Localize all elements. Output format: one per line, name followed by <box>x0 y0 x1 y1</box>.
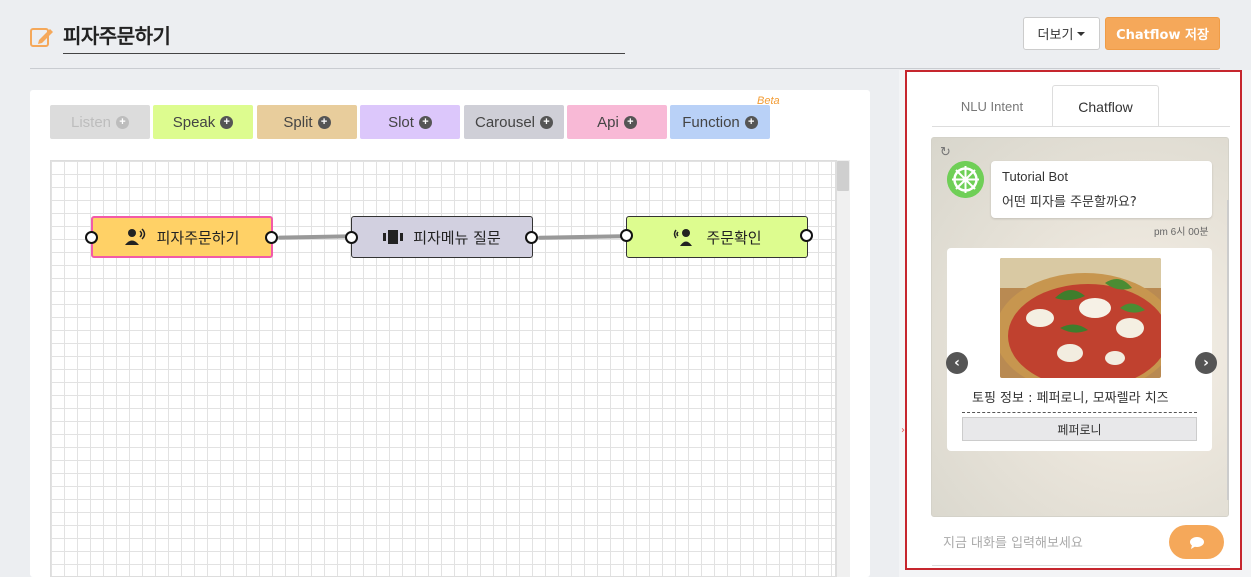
canvas-scroll-thumb[interactable] <box>837 161 849 191</box>
chat-bubble-icon <box>1189 536 1204 549</box>
send-button[interactable] <box>1169 525 1224 559</box>
message-time: pm 6시 00분 <box>1154 227 1209 238</box>
more-button[interactable]: 더보기 <box>1023 17 1100 50</box>
bot-message: 어떤 피자를 주문할까요? <box>1002 195 1137 210</box>
node-input-port[interactable] <box>85 231 98 244</box>
tab-nlu-intent[interactable]: NLU Intent <box>932 86 1052 126</box>
carousel-prev-icon[interactable]: ‹ <box>946 352 968 374</box>
card-description: 토핑 정보 : 페퍼로니, 모짜렐라 치즈 <box>972 391 1169 406</box>
more-label: 더보기 <box>1037 28 1074 43</box>
split-label: Split <box>283 113 313 131</box>
chat-input[interactable]: 지금 대화를 입력해보세요 <box>943 536 1083 551</box>
tab-chatflow[interactable]: Chatflow <box>1052 85 1159 127</box>
api-label: Api <box>597 113 619 131</box>
add-split-button[interactable]: Split + <box>257 105 357 139</box>
edit-icon <box>30 28 53 47</box>
carousel-icon <box>383 230 404 244</box>
add-slot-button[interactable]: Slot + <box>360 105 460 139</box>
bot-message-bubble <box>991 161 1212 218</box>
input-underline <box>932 565 1230 566</box>
speak-label: Speak <box>172 113 216 131</box>
tab-divider <box>932 126 1230 127</box>
slot-label: Slot <box>388 113 414 131</box>
speaker-person-icon <box>124 228 145 245</box>
page-title: 피자주문하기 <box>63 24 171 48</box>
add-listen-button[interactable]: Listen + <box>50 105 150 139</box>
card-option-label: 페퍼로니 <box>1057 422 1102 437</box>
refresh-icon[interactable]: ↻ <box>940 145 951 160</box>
node-output-port[interactable] <box>800 229 813 242</box>
listen-speak-icon <box>674 229 693 246</box>
function-label: Function <box>682 113 740 131</box>
header-divider <box>30 68 1220 69</box>
flow-node-label: 피자메뉴 질문 <box>413 228 501 247</box>
card-divider <box>962 412 1197 413</box>
bot-avatar <box>947 161 984 198</box>
carousel-next-icon[interactable]: › <box>1195 352 1217 374</box>
pizza-image <box>1000 258 1161 378</box>
tab-label: NLU Intent <box>960 98 1024 114</box>
listen-label: Listen <box>70 113 112 131</box>
node-output-port[interactable] <box>525 231 538 244</box>
plus-icon: + <box>744 115 758 129</box>
flow-node-label: 주문확인 <box>706 228 762 247</box>
add-speak-button[interactable]: Speak + <box>153 105 253 139</box>
node-output-port[interactable] <box>265 231 278 244</box>
plus-icon: + <box>540 115 554 129</box>
plus-icon: + <box>418 115 432 129</box>
flow-node-label: 피자주문하기 <box>156 228 240 247</box>
title-field[interactable]: 피자주문하기 <box>63 22 625 54</box>
add-function-button[interactable]: Function + <box>670 105 770 139</box>
carousel-label: Carousel <box>474 113 536 131</box>
bot-name: Tutorial Bot <box>1002 169 1068 184</box>
tab-label: Chatflow <box>1078 98 1133 115</box>
plus-icon: + <box>220 115 234 129</box>
save-label: Chatflow 저장 <box>1116 28 1209 43</box>
beta-badge: Beta <box>757 95 780 107</box>
resize-handle-icon[interactable]: › <box>901 425 905 436</box>
canvas-scrollbar[interactable] <box>836 160 850 577</box>
flow-node-speak[interactable]: 피자주문하기 <box>91 216 273 258</box>
add-api-button[interactable]: Api + <box>567 105 667 139</box>
save-chatflow-button[interactable]: Chatflow 저장 <box>1105 17 1220 50</box>
flow-node-listen[interactable]: 주문확인 <box>626 216 808 258</box>
node-input-port[interactable] <box>620 229 633 242</box>
plus-icon: + <box>116 115 130 129</box>
card-option-button[interactable]: 페퍼로니 <box>962 417 1197 441</box>
plus-icon: + <box>623 115 637 129</box>
add-carousel-button[interactable]: Carousel + <box>464 105 564 139</box>
flow-node-carousel[interactable]: 피자메뉴 질문 <box>351 216 533 258</box>
plus-icon: + <box>317 115 331 129</box>
caret-down-icon <box>1077 31 1086 36</box>
chat-scrollbar[interactable] <box>1227 200 1229 500</box>
node-input-port[interactable] <box>345 231 358 244</box>
